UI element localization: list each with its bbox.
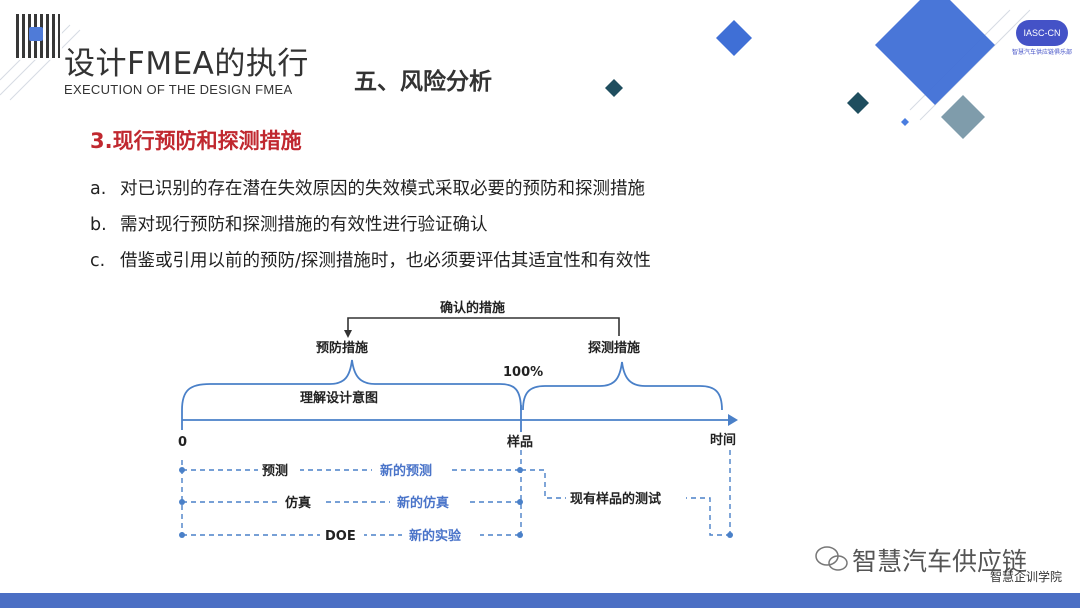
predict-label: 预测 [262, 463, 288, 479]
simulation-label: 仿真 [285, 495, 311, 511]
diamond-shape [716, 20, 752, 56]
percent-label: 100% [503, 365, 543, 380]
new-simulation-label: 新的仿真 [397, 495, 449, 511]
qr-logo [29, 27, 43, 41]
page-title-english: EXECUTION OF THE DESIGN FMEA [64, 82, 293, 97]
doe-label: DOE [325, 529, 356, 544]
detection-brace [522, 361, 723, 411]
confirm-connector [347, 317, 620, 336]
existing-test-label: 现有样品的测试 [570, 491, 661, 507]
club-logo: IASC-CN [1016, 20, 1068, 46]
list-item: b. 需对现行预防和探测措施的有效性进行验证确认 [90, 211, 488, 236]
zero-label: 0 [178, 435, 187, 450]
new-predict-label: 新的预测 [380, 463, 432, 479]
section-title: 五、风险分析 [354, 69, 492, 95]
list-item-text: 需对现行预防和探测措施的有效性进行验证确认 [120, 215, 488, 235]
list-item-text: 借鉴或引用以前的预防/探测措施时，也必须要评估其适宜性和有效性 [120, 251, 651, 271]
detection-label: 探测措施 [588, 340, 640, 356]
prevention-label: 预防措施 [316, 340, 368, 356]
page-title: 设计FMEA的执行 [64, 46, 309, 82]
list-item: a. 对已识别的存在潜在失效原因的失效模式采取必要的预防和探测措施 [90, 175, 645, 200]
wechat-icon [815, 546, 848, 571]
bottom-bar [0, 593, 1080, 608]
diamond-shape [901, 118, 909, 126]
time-arrow-head [728, 414, 738, 426]
list-item: c. 借鉴或引用以前的预防/探测措施时，也必须要评估其适宜性和有效性 [90, 247, 651, 272]
prevention-brace [181, 359, 522, 411]
list-item-text: 对已识别的存在潜在失效原因的失效模式采取必要的预防和探测措施 [120, 179, 645, 199]
club-logo-caption: 智慧汽车供应链俱乐部 [1012, 49, 1073, 56]
list-item-label: a. [90, 179, 107, 199]
subtitle: 3.现行预防和探测措施 [90, 129, 302, 153]
watermark-subtext: 智慧企训学院 [990, 570, 1063, 584]
new-experiment-label: 新的实验 [409, 528, 462, 544]
diamond-shape [847, 92, 869, 114]
list-item-label: b. [90, 215, 107, 235]
watermark-text: 智慧汽车供应链 [852, 547, 1028, 576]
diamond-shape [875, 0, 995, 105]
diamond-shape [605, 79, 623, 97]
arrow-head [344, 330, 352, 338]
diamond-shape [941, 95, 985, 139]
confirm-label: 确认的措施 [440, 300, 505, 316]
sample-label: 样品 [507, 434, 533, 450]
list-item-label: c. [90, 251, 106, 271]
time-label: 时间 [710, 432, 736, 448]
understand-label: 理解设计意图 [300, 390, 378, 406]
